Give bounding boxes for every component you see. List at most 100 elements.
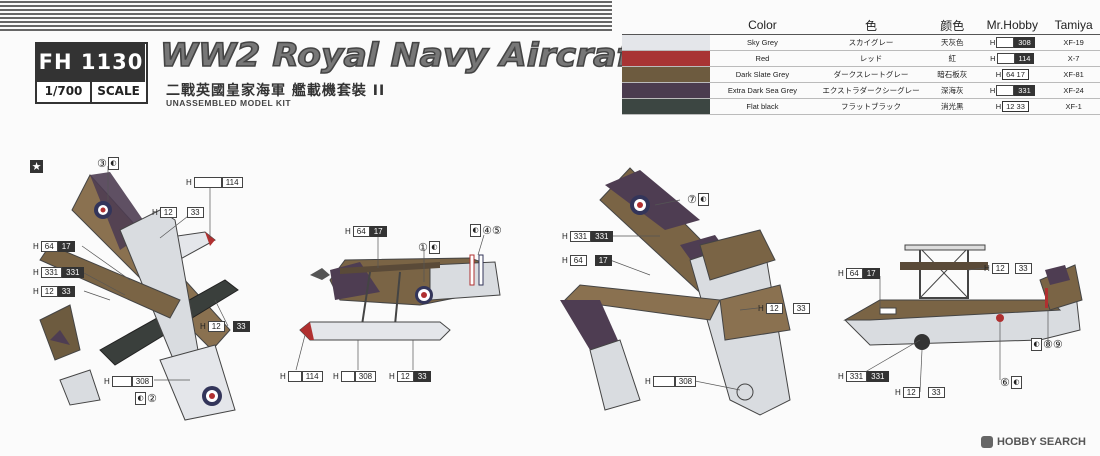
aircraft-2-sideview (299, 254, 501, 341)
mrhobby-box: H 331 (990, 85, 1035, 96)
color-name-cn: 暗石板灰 (927, 66, 978, 83)
mrhobby-prefix: H (990, 54, 996, 63)
col-jp: 色 (814, 16, 928, 35)
hobby-search-logo-icon (980, 436, 993, 448)
paint-code: 114 (301, 371, 323, 382)
decal-7: ⑦◐ (687, 193, 710, 206)
paint-code: 308 (674, 376, 697, 387)
paint-code-b: 17 (594, 255, 612, 266)
col-swatch (622, 16, 710, 35)
mrhobby-white-box (996, 85, 1015, 96)
decal-3: ③◐ (97, 157, 120, 170)
paint-code-a: 331 (569, 231, 592, 242)
color-name: Flat black (710, 98, 815, 115)
paint-callout-308-a3: H 308 (645, 376, 697, 387)
paint-white-box (111, 376, 132, 387)
subtitle-chinese: 二戰英國皇家海軍 艦載機套裝 II (166, 83, 386, 99)
paint-white-box (287, 371, 302, 382)
color-swatch (622, 66, 710, 83)
decal-7-number: ⑦ (687, 193, 697, 206)
tamiya-code: XF-81 (1047, 66, 1100, 83)
header-stripes (0, 1, 612, 31)
color-name-jp: レッド (814, 50, 928, 67)
paint-h: H (33, 242, 39, 251)
col-color: Color (710, 16, 815, 35)
paint-code-a: 331 (845, 371, 868, 382)
color-name: Dark Slate Grey (710, 66, 815, 83)
color-swatch (622, 50, 710, 67)
mrhobby-prefix: H (989, 86, 996, 95)
mrhobby-number: 64 17 (1002, 69, 1029, 80)
paint-code-b: 17 (57, 241, 75, 252)
paint-code-b: 331 (867, 371, 889, 382)
paint-h: H (645, 377, 651, 386)
paint-code-a: 12 (991, 263, 1009, 274)
decal-8-9-number: ⑧⑨ (1043, 338, 1063, 351)
mrhobby-white-box (996, 37, 1015, 48)
decal-4-5-number: ④⑤ (482, 224, 502, 237)
color-name-cn: 天灰色 (927, 34, 978, 51)
color-swatch (622, 98, 710, 115)
paint-code-b: 33 (927, 387, 945, 398)
paint-code-b: 33 (1014, 263, 1032, 274)
paint-code-a: 331 (40, 267, 63, 278)
paint-h: H (333, 372, 339, 381)
color-name: Extra Dark Sea Grey (710, 82, 815, 99)
decal-3-number: ③ (97, 157, 107, 170)
paint-code-a: 12 (40, 286, 58, 297)
paint-code: 308 (131, 376, 154, 387)
mrhobby-number: 12 33 (1002, 101, 1029, 112)
decal-4-5: ◐④⑤ (469, 224, 502, 237)
decal-icon: ◐ (470, 224, 481, 237)
color-name-cn: 紅 (927, 50, 978, 67)
paint-code-b: 17 (369, 226, 387, 237)
color-table-header: Color 色 颜色 Mr.Hobby Tamiya (622, 16, 1100, 35)
mrhobby-white-box (996, 53, 1015, 64)
scale-row: 1/700 SCALE (37, 80, 145, 102)
paint-callout-308-a2: H 308 (333, 371, 377, 382)
paint-code-a: 12 (207, 321, 225, 332)
decal-1: ①◐ (418, 241, 441, 254)
color-swatch (622, 82, 710, 99)
aircraft-4-sideview (843, 244, 1083, 350)
swatch-fill (622, 67, 710, 82)
page-title: WW2 Royal Navy Aircraft II (159, 35, 686, 75)
paint-code-b: 33 (792, 303, 810, 314)
paint-h: H (33, 287, 39, 296)
mrhobby-number: 331 (1014, 85, 1035, 96)
paint-h: H (389, 372, 395, 381)
paint-code-b: 17 (862, 268, 880, 279)
paint-code-b: 331 (591, 231, 613, 242)
color-swatch (622, 34, 710, 51)
decal-2-number: ② (147, 392, 157, 405)
col-tamiya: Tamiya (1047, 16, 1100, 35)
decal-2: ◐② (134, 392, 157, 405)
paint-code-a: 64 (40, 241, 58, 252)
mrhobby-prefix: H (995, 70, 1002, 79)
paint-h: H (838, 372, 844, 381)
mrhobby-code: H 331 (977, 82, 1048, 99)
color-name: Sky Grey (710, 34, 815, 51)
paint-code-b: 331 (62, 267, 84, 278)
paint-code: 308 (354, 371, 377, 382)
paint-code-a: 64 (352, 226, 370, 237)
paint-h: H (280, 372, 286, 381)
paint-code-a: 12 (902, 387, 920, 398)
paint-h: H (33, 268, 39, 277)
